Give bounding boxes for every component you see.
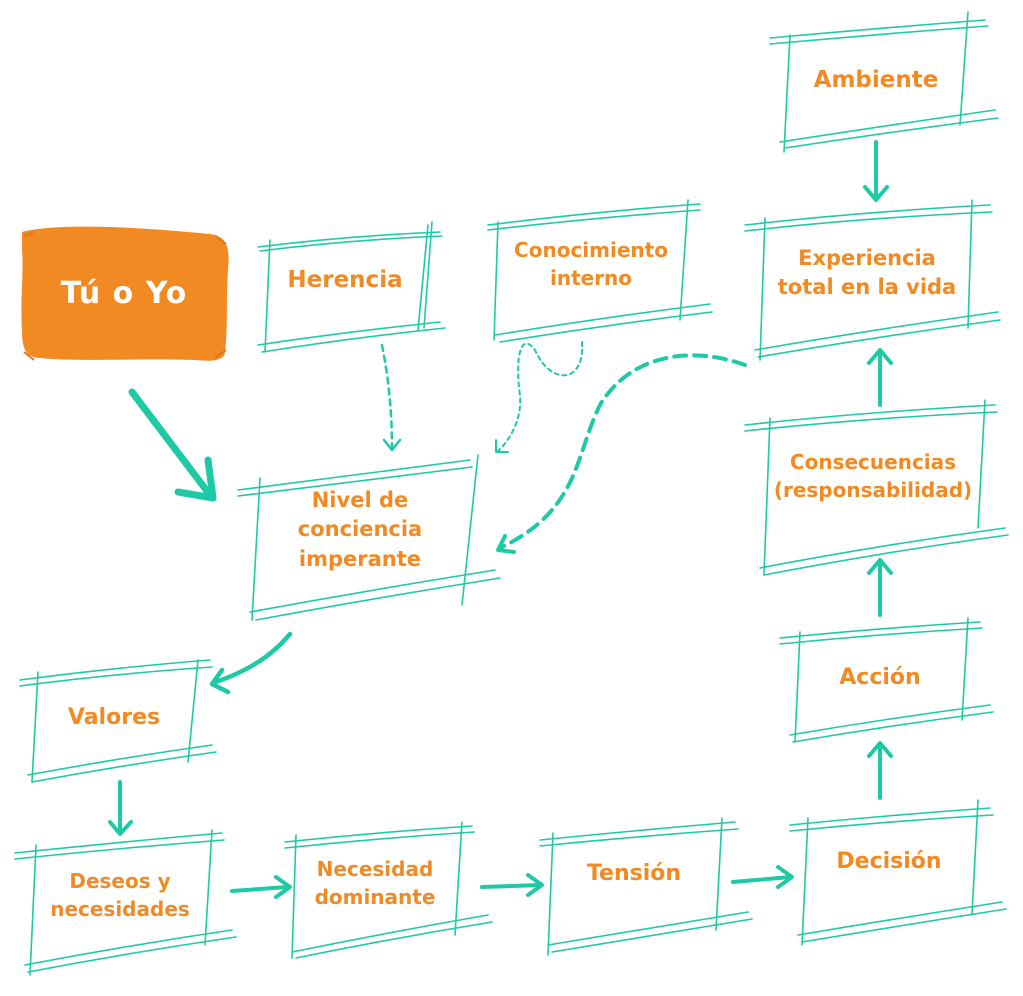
node-valores: Valores (67, 704, 161, 730)
conocimiento-box (487, 199, 713, 343)
start-box (21, 226, 229, 361)
arrow-consecuencias-to-experiencia (867, 348, 893, 407)
arrow-necesidad-to-tension (480, 873, 544, 897)
experiencia-box (744, 199, 1001, 361)
deseos-box (14, 829, 237, 976)
arrow-decision-to-accion (867, 741, 893, 800)
consecuencias-box (744, 399, 1009, 576)
node-nivel: Nivel de conciencia imperante (297, 487, 423, 571)
node-consecuencias: Consecuencias (responsabilidad) (773, 450, 973, 502)
node-decision: Decisión (836, 848, 942, 874)
accion-box (779, 617, 994, 743)
arrow-herencia-to-nivel (380, 343, 394, 450)
arrow-start-to-nivel (128, 388, 217, 502)
arrow-ambiente-to-experiencia (863, 140, 889, 202)
node-experiencia: Experiencia total en la vida (777, 245, 957, 299)
nivel-box (237, 454, 501, 621)
arrow-experiencia-to-nivel (498, 353, 747, 550)
node-necesidad: Necesidad dominante (314, 857, 436, 909)
node-herencia: Herencia (287, 266, 403, 293)
start-label: Tú o Yo (60, 276, 188, 311)
herencia-box (257, 221, 446, 353)
node-accion: Acción (839, 664, 921, 690)
arrow-conocimiento-to-nivel (496, 341, 584, 453)
arrow-accion-to-consecuencias (867, 558, 893, 617)
decision-box (789, 799, 1007, 946)
ambiente-box (769, 11, 999, 153)
node-ambiente: Ambiente (813, 66, 939, 93)
tension-box (539, 817, 753, 956)
node-conocimiento: Conocimiento interno (514, 238, 668, 290)
arrow-deseos-to-necesidad (230, 875, 292, 899)
valores-box (19, 659, 217, 783)
arrow-valores-to-deseos (108, 780, 133, 836)
necesidad-box (284, 821, 493, 959)
arrow-nivel-to-valores (209, 631, 293, 695)
node-deseos: Deseos y necesidades (50, 869, 190, 921)
node-tension: Tensión (586, 860, 682, 886)
arrow-tension-to-decision (731, 865, 794, 889)
